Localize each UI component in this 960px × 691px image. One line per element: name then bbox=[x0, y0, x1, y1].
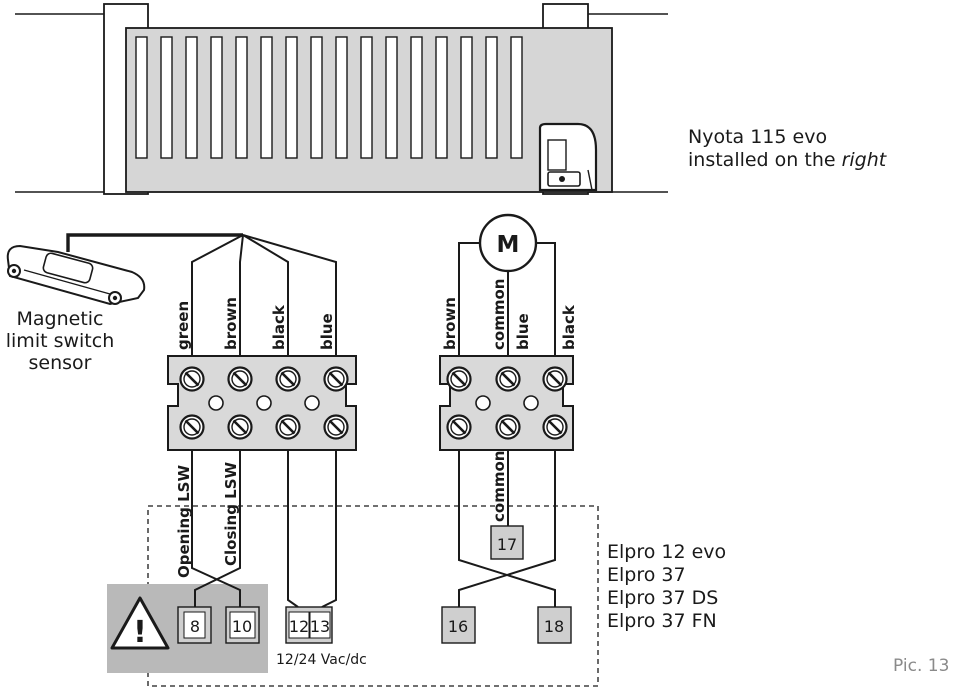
terminal-screw bbox=[542, 366, 568, 392]
board-name: Elpro 12 evo bbox=[607, 541, 726, 563]
terminal-screws bbox=[179, 366, 568, 440]
warning-icon bbox=[110, 596, 170, 650]
motor-wire-label-blue: blue bbox=[514, 313, 532, 350]
gate-slat bbox=[335, 36, 348, 159]
block-hole bbox=[304, 395, 320, 411]
block-hole bbox=[523, 395, 539, 411]
gate-slat bbox=[310, 36, 323, 159]
gate-slat bbox=[185, 36, 198, 159]
opening-lsw-label: Opening LSW bbox=[175, 465, 193, 578]
closing-lsw-label: Closing LSW bbox=[222, 461, 240, 566]
figure-label: Pic. 13 bbox=[893, 656, 949, 676]
gate-slat bbox=[260, 36, 273, 159]
board-name: Elpro 37 FN bbox=[607, 610, 717, 632]
common-lower-label: common bbox=[490, 451, 508, 522]
sensor-label-line3: sensor bbox=[29, 352, 92, 374]
install-label-line2: installed on the right bbox=[688, 149, 888, 171]
terminal-17-label: 17 bbox=[497, 535, 517, 554]
gate-slat bbox=[360, 36, 373, 159]
gate-slat bbox=[160, 36, 173, 159]
block-hole bbox=[208, 395, 224, 411]
install-label-line1: Nyota 115 evo bbox=[688, 126, 827, 148]
gate-operator-motor bbox=[538, 122, 598, 192]
supply-label: 12/24 Vac/dc bbox=[276, 652, 367, 668]
gate-slat bbox=[210, 36, 223, 159]
terminal-16: 16 bbox=[441, 606, 476, 644]
terminal-screw bbox=[446, 366, 472, 392]
gate-slat bbox=[460, 36, 473, 159]
motor-wires bbox=[458, 242, 556, 358]
lower-wires bbox=[191, 450, 556, 608]
terminal-screw bbox=[179, 366, 205, 392]
wire-label-green: green bbox=[174, 301, 192, 350]
wire-label-blue: blue bbox=[318, 313, 336, 350]
terminal-8-label: 8 bbox=[190, 617, 200, 636]
terminal-13-label: 13 bbox=[310, 617, 330, 636]
terminal-screw bbox=[495, 366, 521, 392]
gate-slats bbox=[135, 36, 523, 159]
terminal-10-label: 10 bbox=[232, 617, 252, 636]
wire-label-black: black bbox=[270, 304, 288, 350]
motor-wire-label-brown: brown bbox=[441, 297, 459, 350]
terminal-screw bbox=[227, 414, 253, 440]
warning-symbol: ! bbox=[133, 615, 147, 650]
terminal-screw bbox=[323, 366, 349, 392]
terminal-screw bbox=[542, 414, 568, 440]
terminal-8: 8 bbox=[177, 606, 212, 644]
gate-slat bbox=[435, 36, 448, 159]
motor-wire-label-black: black bbox=[560, 304, 578, 350]
terminal-18-label: 18 bbox=[544, 617, 564, 636]
terminal-16-label: 16 bbox=[448, 617, 468, 636]
sensor-label-line2: limit switch bbox=[6, 330, 115, 352]
board-name: Elpro 37 bbox=[607, 564, 686, 586]
gate-slat bbox=[385, 36, 398, 159]
terminal-12-13: 12 13 bbox=[285, 606, 333, 644]
magnetic-sensor-illustration bbox=[6, 244, 146, 306]
gate-slat bbox=[485, 36, 498, 159]
gate-slat bbox=[135, 36, 148, 159]
block-hole bbox=[475, 395, 491, 411]
terminal-screw bbox=[179, 414, 205, 440]
gate-slat bbox=[410, 36, 423, 159]
motor-symbol: M bbox=[478, 213, 538, 273]
motor-label: M bbox=[497, 232, 520, 258]
terminal-12-label: 12 bbox=[289, 617, 309, 636]
terminal-10: 10 bbox=[225, 606, 260, 644]
gate-slat bbox=[285, 36, 298, 159]
gate-slat bbox=[235, 36, 248, 159]
upper-wire-labels: green brown black blue brown common blue black bbox=[174, 279, 578, 350]
sensor-wires bbox=[191, 234, 337, 358]
terminal-screw bbox=[227, 366, 253, 392]
terminal-screw bbox=[495, 414, 521, 440]
terminal-screw bbox=[323, 414, 349, 440]
sensor-label-line1: Magnetic bbox=[16, 308, 103, 330]
terminal-screw bbox=[446, 414, 472, 440]
board-name: Elpro 37 DS bbox=[607, 587, 718, 609]
terminal-17: 17 bbox=[490, 525, 524, 560]
block-hole bbox=[256, 395, 272, 411]
sensor-cable bbox=[66, 233, 243, 252]
terminal-screw bbox=[275, 414, 301, 440]
terminal-18: 18 bbox=[537, 606, 572, 644]
wire-label-brown: brown bbox=[222, 297, 240, 350]
motor-wire-label-common: common bbox=[490, 279, 508, 350]
terminal-screw bbox=[275, 366, 301, 392]
gate-slat bbox=[510, 36, 523, 159]
gate-illustration bbox=[15, 3, 668, 195]
